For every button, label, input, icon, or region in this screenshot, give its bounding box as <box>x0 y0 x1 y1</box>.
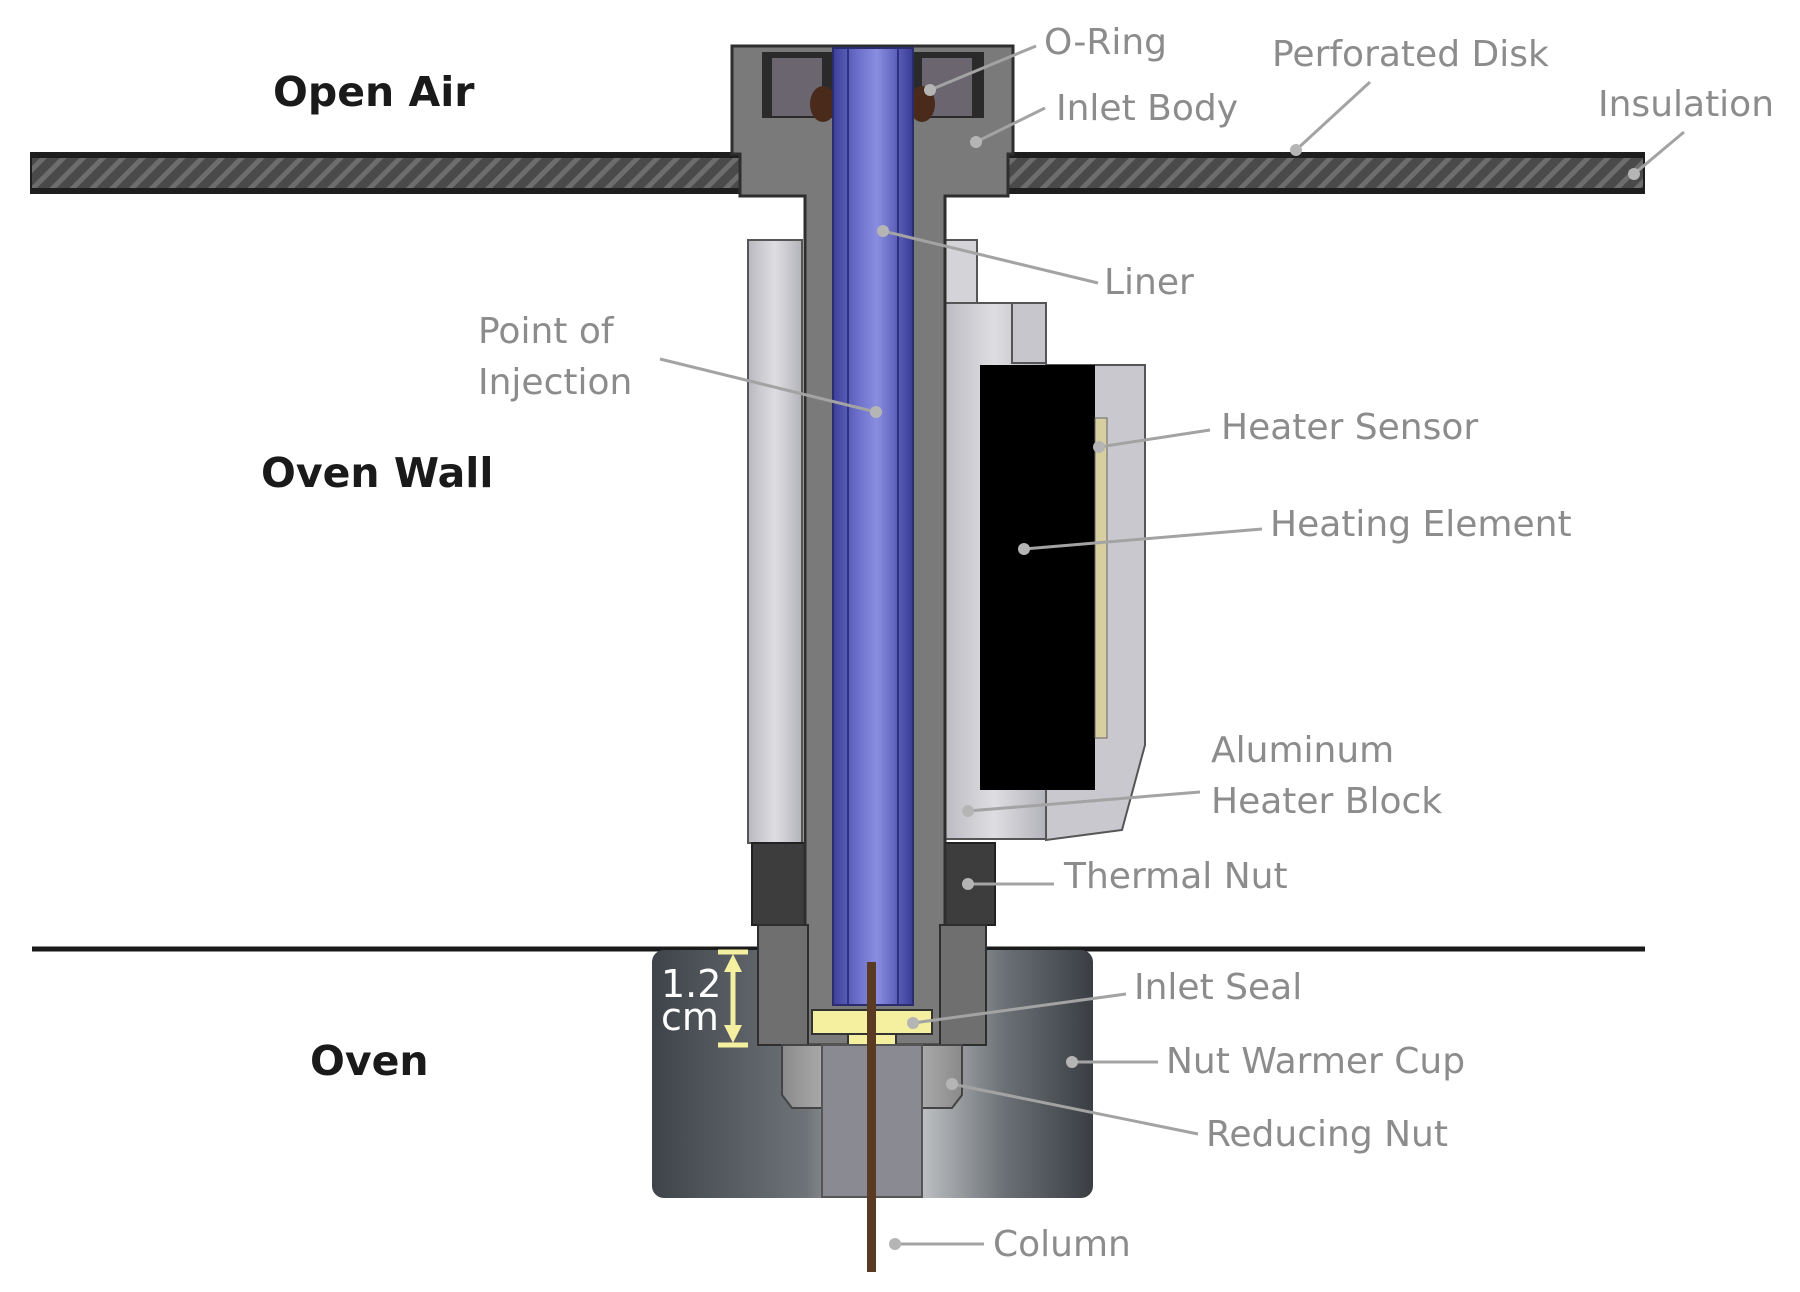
label-inlet-seal: Inlet Seal <box>1134 967 1302 1008</box>
label-liner: Liner <box>1104 262 1194 303</box>
label-insulation: Insulation <box>1598 84 1774 125</box>
label-aluminum-heater-block-2: Heater Block <box>1211 781 1442 822</box>
label-perforated-disk: Perforated Disk <box>1272 34 1549 75</box>
label-point-of-injection-2: Injection <box>478 362 632 403</box>
thermal-nut <box>751 842 996 926</box>
heating-element <box>980 365 1095 790</box>
dimension-marker: 1.2 cm <box>661 949 748 1048</box>
dimension-unit: cm <box>661 995 719 1039</box>
label-column: Column <box>993 1224 1131 1265</box>
dimension-value: 1.2 <box>661 962 721 1006</box>
label-o-ring: O-Ring <box>1044 22 1167 63</box>
label-heater-sensor: Heater Sensor <box>1221 407 1478 448</box>
label-heating-element: Heating Element <box>1270 504 1572 545</box>
leader-lines <box>659 44 1685 1246</box>
region-label-open-air: Open Air <box>273 68 475 116</box>
label-thermal-nut: Thermal Nut <box>1063 856 1288 897</box>
region-label-oven: Oven <box>310 1037 429 1085</box>
liner <box>832 47 914 1006</box>
label-point-of-injection-1: Point of <box>478 311 615 352</box>
region-label-oven-wall: Oven Wall <box>261 449 493 497</box>
heater-sensor <box>1094 417 1108 739</box>
column <box>867 962 876 1272</box>
label-reducing-nut: Reducing Nut <box>1206 1114 1448 1155</box>
leader-dots <box>870 84 1640 1250</box>
label-inlet-body: Inlet Body <box>1056 88 1238 129</box>
label-nut-warmer-cup: Nut Warmer Cup <box>1166 1041 1465 1082</box>
label-aluminum-heater-block-1: Aluminum <box>1211 730 1394 771</box>
